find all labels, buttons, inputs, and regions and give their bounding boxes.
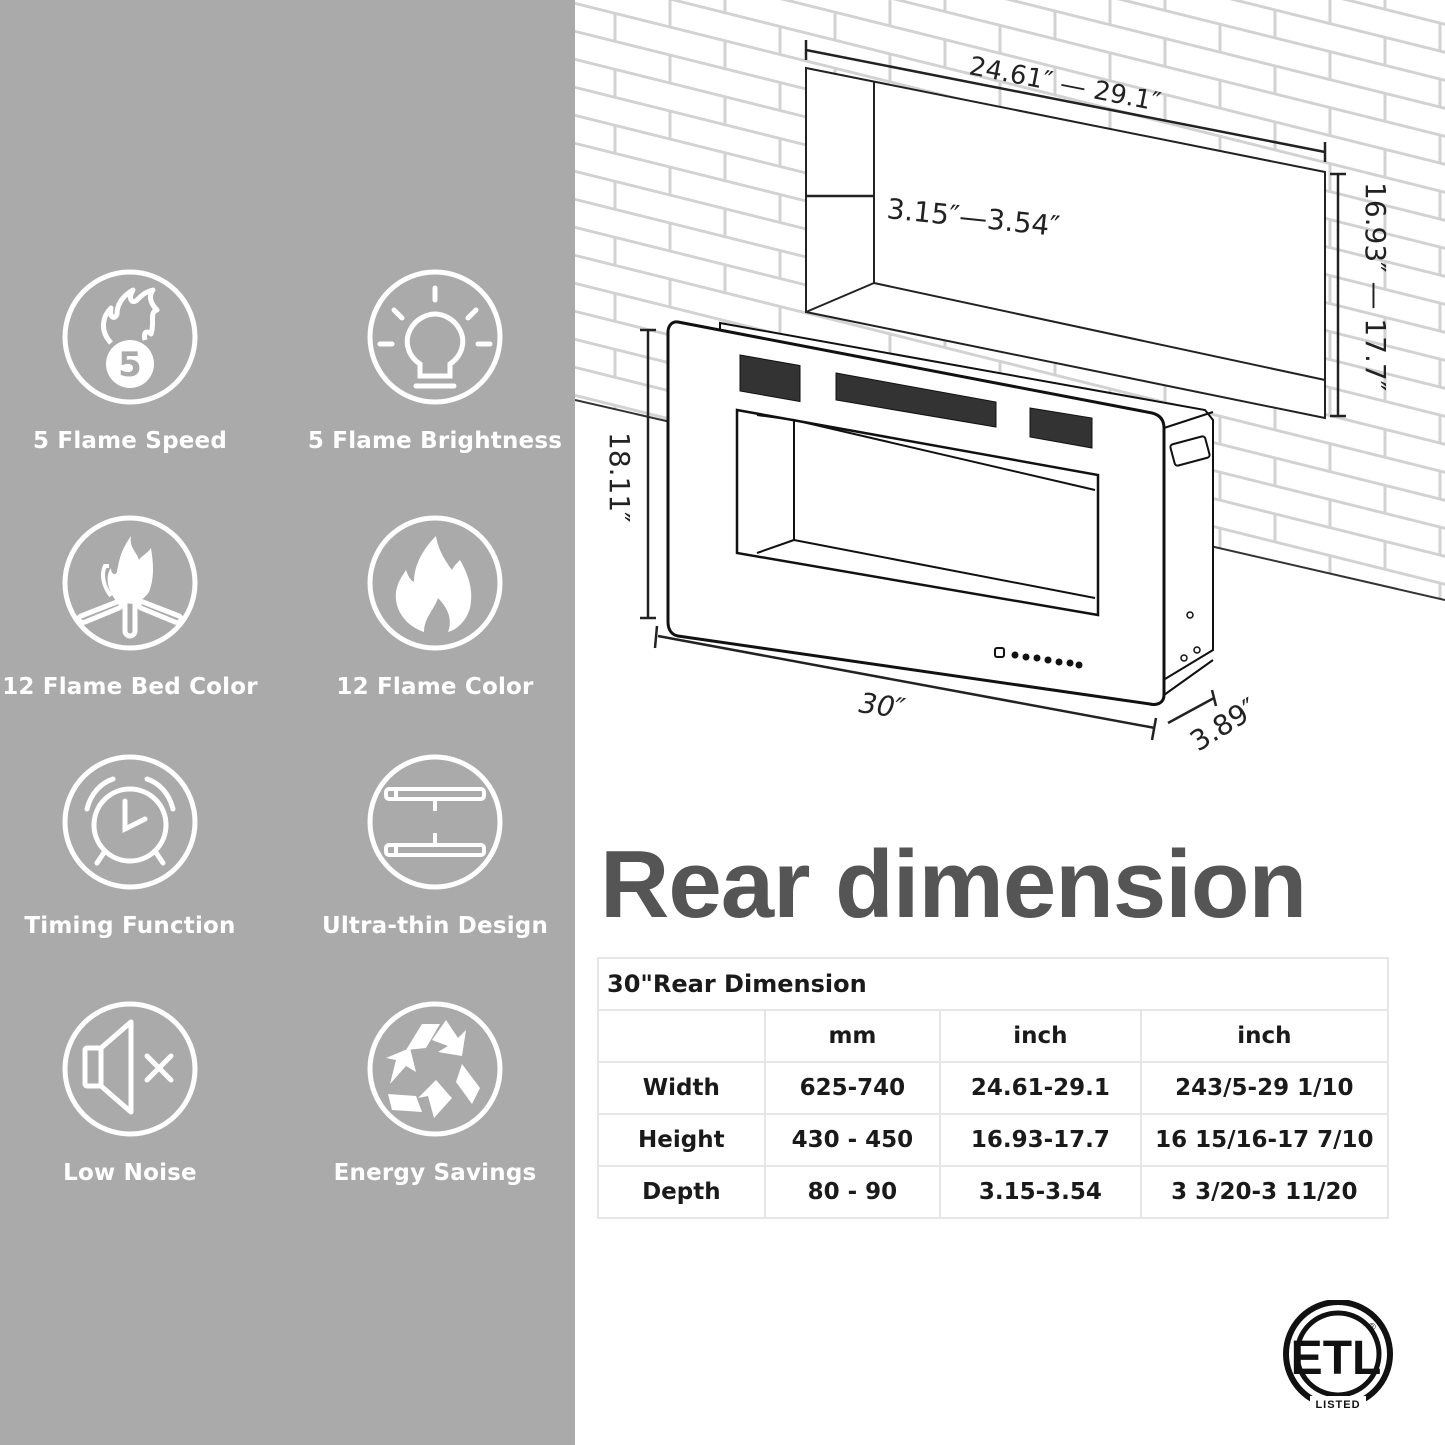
lightbulb-icon xyxy=(367,269,503,405)
cell-inch: 3.15-3.54 xyxy=(939,1165,1142,1219)
feature-flame-color: 12 Flame Color xyxy=(291,514,579,700)
feature-label: Energy Savings xyxy=(333,1160,537,1186)
feature-label: Low Noise xyxy=(63,1160,197,1186)
unit-width-label: 30″ xyxy=(857,686,908,725)
listed-text: LISTED xyxy=(1315,1399,1360,1411)
feature-flame-speed: 5 5 Flame Speed xyxy=(0,268,274,454)
unit-height-label: 18.11″ xyxy=(603,432,636,523)
table-row: Height 430 - 450 16.93-17.7 16 15/16-17 … xyxy=(597,1113,1390,1167)
feature-label: 12 Flame Color xyxy=(336,674,534,700)
etl-listed-logo-icon: ETL ® LISTED xyxy=(1283,1300,1393,1411)
fireplace-dimension-drawing: 24.61″ — 29.1″ 3.15″—3.54″ 16.93″ — 17.7… xyxy=(575,0,1445,758)
flame-icon xyxy=(367,515,503,651)
table-caption: 30"Rear Dimension xyxy=(597,957,1389,1011)
page-heading: Rear dimension xyxy=(600,831,1307,938)
cell-inch-fraction: 243/5-29 1/10 xyxy=(1139,1061,1390,1115)
fireplace-unit xyxy=(666,320,1214,706)
feature-label: Ultra-thin Design xyxy=(321,913,549,939)
cell-inch: 16.93-17.7 xyxy=(939,1113,1142,1167)
table-header: inch xyxy=(1139,1009,1390,1063)
dimension-diagram-panel: 24.61″ — 29.1″ 3.15″—3.54″ 16.93″ — 17.7… xyxy=(575,0,1445,1445)
registered-mark: ® xyxy=(1368,1322,1376,1333)
feature-flame-brightness: 5 Flame Brightness xyxy=(291,268,579,454)
thin-panel-icon xyxy=(367,754,503,890)
cell-inch-fraction: 3 3/20-3 11/20 xyxy=(1139,1165,1390,1219)
cell-inch: 24.61-29.1 xyxy=(939,1061,1142,1115)
cell-mm: 625-740 xyxy=(763,1061,942,1115)
features-panel: 5 5 Flame Speed 5 Flame Brightness xyxy=(0,0,575,1445)
table-row: Width 625-740 24.61-29.1 243/5-29 1/10 xyxy=(597,1061,1390,1115)
unit-depth-label: 3.89″ xyxy=(1184,691,1263,758)
feature-label: Timing Function xyxy=(24,913,236,939)
etl-mark: ETL xyxy=(1291,1332,1382,1385)
cell-inch-fraction: 16 15/16-17 7/10 xyxy=(1139,1113,1390,1167)
table-row: Depth 80 - 90 3.15-3.54 3 3/20-3 11/20 xyxy=(597,1165,1390,1219)
feature-label: 5 Flame Speed xyxy=(33,428,227,454)
feature-low-noise: Low Noise xyxy=(0,1000,274,1186)
table-header: inch xyxy=(939,1009,1142,1063)
row-label: Height xyxy=(597,1113,766,1167)
cell-mm: 80 - 90 xyxy=(763,1165,942,1219)
feature-energy-savings: Energy Savings xyxy=(291,1000,579,1186)
flame-five-icon: 5 xyxy=(62,269,198,405)
feature-ultra-thin-design: Ultra-thin Design xyxy=(291,753,579,939)
table-header xyxy=(597,1009,766,1063)
feature-label: 12 Flame Bed Color xyxy=(2,674,258,700)
recess-height-label: 16.93″ — 17.7″ xyxy=(1359,182,1392,391)
mute-speaker-icon xyxy=(62,1001,198,1137)
alarm-clock-icon xyxy=(62,754,198,890)
dimension-table: 30"Rear Dimension mm inch inch Width 625… xyxy=(597,957,1390,1219)
row-label: Width xyxy=(597,1061,766,1115)
feature-timing-function: Timing Function xyxy=(0,753,274,939)
cell-mm: 430 - 450 xyxy=(763,1113,942,1167)
feature-label: 5 Flame Brightness xyxy=(307,428,563,454)
recycle-icon xyxy=(367,1001,503,1137)
wall-recess xyxy=(805,66,1326,420)
table-header-row: mm inch inch xyxy=(597,1009,1390,1063)
feature-flame-bed-color: 12 Flame Bed Color xyxy=(0,514,274,700)
table-header: mm xyxy=(763,1009,942,1063)
svg-text:5: 5 xyxy=(118,345,142,385)
row-label: Depth xyxy=(597,1165,766,1219)
campfire-icon xyxy=(62,515,198,651)
table-caption-row: 30"Rear Dimension xyxy=(597,957,1389,1011)
